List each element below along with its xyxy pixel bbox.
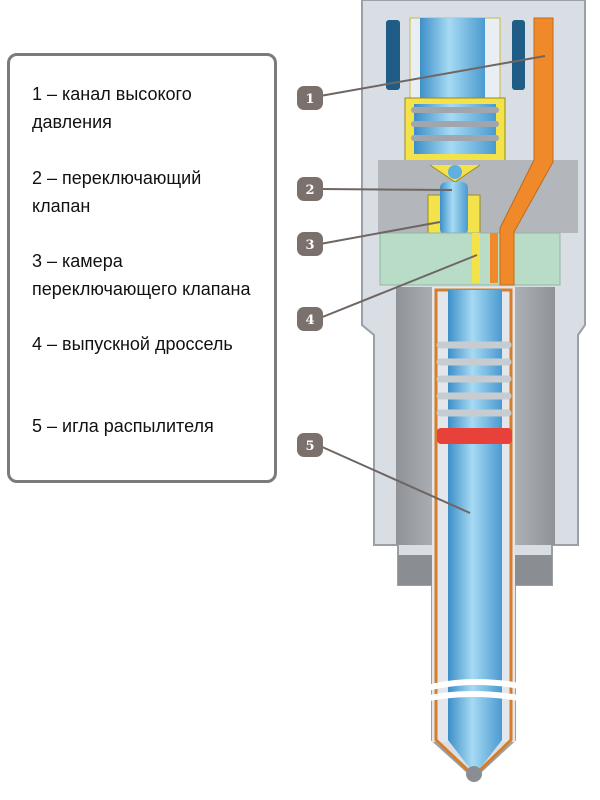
lower-spring — [436, 341, 512, 417]
legend-item-3: 3 – камера переключающего клапана — [32, 251, 251, 299]
callout-3: 3 — [297, 232, 323, 256]
svg-text:2: 2 — [305, 183, 314, 198]
legend-box: 1 – канал высокого давления 2 – переключ… — [7, 53, 277, 483]
switching-valve — [440, 182, 468, 235]
armature — [420, 18, 485, 103]
seal-ring — [437, 428, 512, 444]
upper-spring — [411, 107, 499, 141]
callout-2: 2 — [297, 177, 323, 201]
legend-item-4: 4 – выпускной дроссель — [32, 334, 233, 354]
outlet-throttle — [472, 233, 480, 283]
magnet-left — [386, 20, 400, 90]
svg-text:1: 1 — [305, 92, 314, 107]
svg-text:3: 3 — [305, 238, 314, 253]
throttle-plate — [379, 232, 561, 286]
callout-1: 1 — [297, 86, 323, 110]
svg-text:4: 4 — [305, 313, 314, 328]
high-pressure-channel — [499, 17, 554, 286]
nozzle-body — [396, 287, 555, 545]
svg-text:5: 5 — [305, 439, 314, 454]
callout-4: 4 — [297, 307, 323, 331]
legend-item-2: 2 – переключающий клапан — [32, 168, 202, 216]
legend-item-5: 5 – игла распылителя — [32, 416, 214, 436]
callout-5: 5 — [297, 433, 323, 457]
valve-ball — [448, 165, 462, 179]
magnet-right — [512, 20, 525, 90]
nozzle-needle — [448, 290, 502, 740]
legend-item-1: 1 – канал высокого давления — [32, 84, 192, 132]
